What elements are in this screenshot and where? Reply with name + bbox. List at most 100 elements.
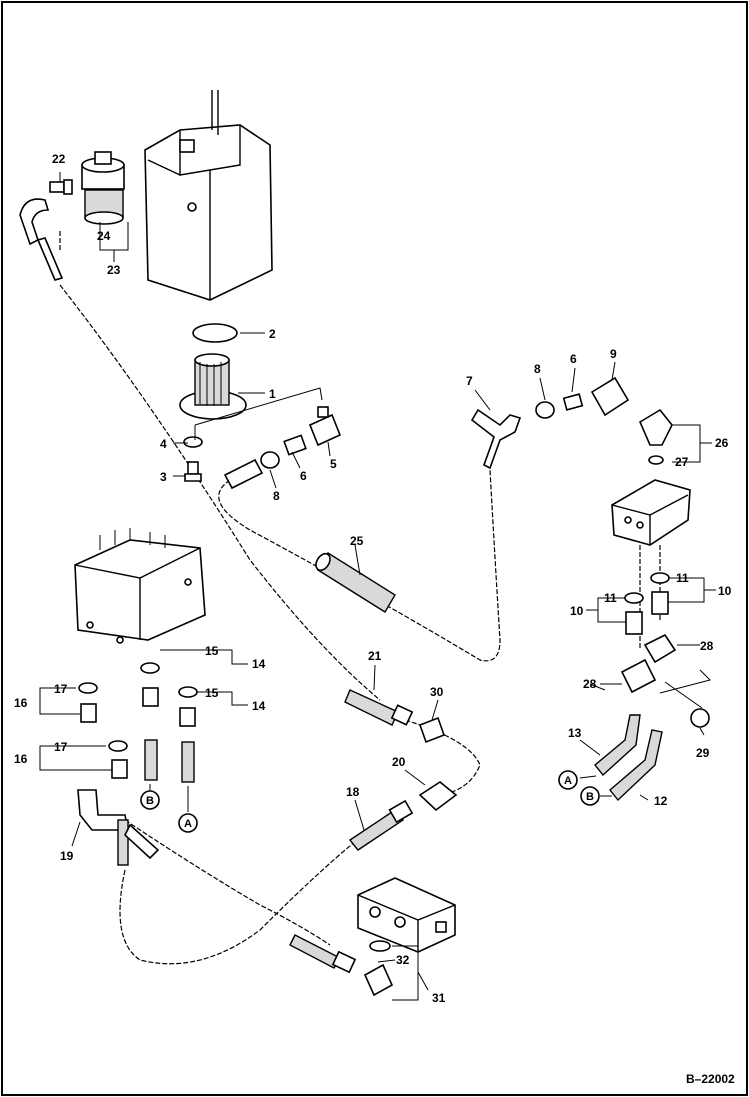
callout-30: 30 [430,685,444,699]
callout-23: 23 [107,263,121,277]
o-ring-11-right [650,572,670,584]
o-ring-15-b [178,686,198,698]
callout-11-left: 11 [604,591,617,605]
fitting-16-b [111,759,128,779]
hose-21 [344,689,399,726]
fuel-filter-assembly [81,151,125,225]
bolt-3 [184,461,202,482]
callout-3: 3 [160,470,167,484]
drawing-number: B–22002 [686,1072,735,1086]
callout-12: 12 [654,794,668,808]
hose-13 [594,714,641,777]
tee-20 [418,781,458,812]
ref-circle-b-right: B [580,786,600,806]
tee-fitting-5 [308,406,342,447]
callout-13: 13 [568,726,582,740]
svg-text:B: B [146,795,154,807]
callout-26: 26 [715,436,729,450]
callout-14-b: 14 [252,699,266,713]
hose-elbow-7 [470,408,522,470]
hose-clamp-8 [260,451,280,469]
fitting-6-top [562,393,584,411]
callout-18: 18 [346,785,360,799]
callout-21: 21 [368,649,382,663]
elbow-26 [638,408,673,446]
callout-31: 31 [432,991,446,1005]
callout-29: 29 [696,746,710,760]
callout-8-top: 8 [534,362,541,376]
cap-29 [690,708,710,728]
fitting-6 [283,434,307,456]
callout-22: 22 [52,152,66,166]
callout-6: 6 [300,469,307,483]
adapter-9 [590,376,630,417]
ref-circle-b-left: B [140,790,160,810]
callout-28-lower: 28 [583,677,597,691]
callout-32: 32 [396,953,410,967]
filter-element-1 [179,353,247,420]
callout-14-a: 14 [252,657,266,671]
callout-1: 1 [269,387,276,401]
callout-4: 4 [160,437,167,451]
hose-end-left [36,237,64,281]
tee-28-lower [620,658,657,694]
callout-8: 8 [273,489,280,503]
callout-10-right: 10 [718,584,732,598]
hose-19-right [124,823,160,860]
hose-end-b [144,739,158,781]
control-valve [74,528,206,644]
hose-12 [609,729,663,802]
fitting-31 [363,963,394,997]
callout-11-right: 11 [676,571,689,585]
callout-20: 20 [392,755,406,769]
valve-block-31 [357,877,456,953]
hose-clamp-8-top [535,401,555,419]
hose-end-a [181,741,195,783]
callout-2: 2 [269,327,276,341]
hose-bottom [289,934,341,969]
ref-circle-a-right: A [558,770,578,790]
fitting-30 [418,716,446,744]
callout-5: 5 [330,457,337,471]
fitting-10-right [651,591,669,615]
callout-17-a: 17 [54,682,68,696]
tee-28-upper [643,633,677,664]
o-ring-11-left [624,592,644,604]
o-ring-27 [648,455,664,465]
washer-4 [183,436,203,448]
short-hose [223,458,264,490]
fitting-22 [49,179,73,195]
fitting-14-b [179,707,196,727]
callout-27: 27 [675,455,689,469]
fitting-14-a [142,687,159,707]
callout-7: 7 [466,374,473,388]
svg-text:A: A [564,775,572,787]
callout-10-left: 10 [570,604,584,618]
callout-19: 19 [60,849,74,863]
hydraulic-tank [144,90,273,301]
hose-19-down [117,819,129,866]
callout-24: 24 [97,229,111,243]
callout-15-a: 15 [205,644,219,658]
callout-9: 9 [610,347,617,361]
o-ring-32 [369,940,391,952]
callout-17-b: 17 [54,740,68,754]
o-ring-17-a [78,682,98,694]
ref-circle-a-left: A [178,813,198,833]
fitting-10-left [625,611,643,635]
callout-15-b: 15 [205,686,219,700]
valve-block [611,479,691,546]
callout-16-b: 16 [14,752,28,766]
elbow-hose-fitting [19,198,50,246]
o-ring-15-a [140,662,160,674]
svg-text:A: A [184,818,192,830]
callout-28-upper: 28 [700,639,714,653]
hose-18 [348,809,405,851]
fitting-16-a [80,703,97,723]
callout-25: 25 [350,534,364,548]
o-ring-2 [192,323,238,343]
svg-text:B: B [586,791,594,803]
